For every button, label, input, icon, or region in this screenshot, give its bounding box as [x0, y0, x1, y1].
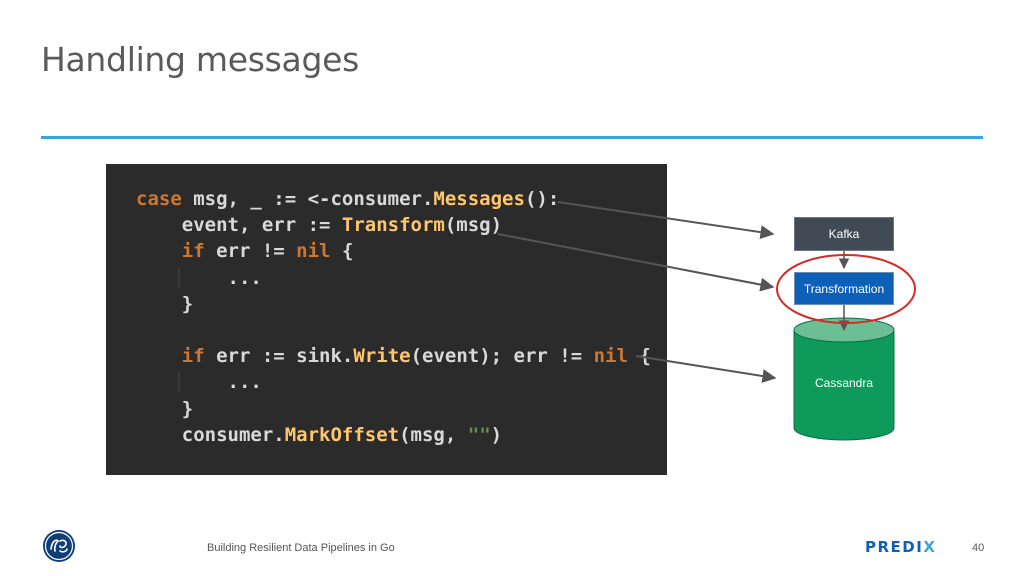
code-line: consumer.MarkOffset(msg, "") [136, 422, 502, 448]
predix-logo-suffix: X [923, 538, 937, 556]
footer-text: Building Resilient Data Pipelines in Go [207, 542, 395, 554]
page-number: 40 [972, 542, 985, 554]
code-token [136, 345, 182, 367]
code-token: ) [490, 423, 503, 446]
code-line: ... [136, 369, 262, 395]
code-token: { [639, 345, 651, 368]
code-token: Transform [341, 214, 445, 237]
code-token: (msg) [444, 214, 503, 237]
code-token: msg, _ := <-consumer. [193, 188, 434, 210]
code-token: case [136, 188, 194, 210]
code-line: ... [136, 265, 262, 291]
transformation-box: Transformation [794, 272, 894, 305]
code-token: MarkOffset [284, 423, 400, 446]
code-token: (): [524, 188, 560, 210]
indent-guide [178, 372, 180, 392]
code-line: if err := sink.Write(event); err != nil … [136, 343, 651, 369]
code-token: nil [593, 345, 640, 368]
code-line: } [136, 396, 193, 422]
predix-logo-prefix: PREDI [865, 538, 924, 556]
code-line: event, err := Transform(msg) [136, 212, 502, 238]
code-token: nil [296, 240, 342, 263]
code-token: "" [467, 423, 491, 446]
title-divider [41, 136, 983, 139]
code-token: ... [136, 266, 262, 289]
code-token: Messages [433, 188, 525, 210]
code-token: { [341, 240, 354, 263]
code-token: Write [353, 345, 411, 368]
code-token: consumer. [136, 423, 285, 446]
code-token: (msg, [399, 423, 468, 446]
code-token: event, err := [136, 214, 342, 237]
cassandra-label: Cassandra [814, 376, 874, 390]
indent-guide [178, 268, 180, 288]
slide-title: Handling messages [41, 40, 359, 79]
code-token [136, 240, 182, 262]
code-line: } [136, 291, 193, 317]
predix-logo: PREDIX [865, 538, 936, 556]
code-token: } [136, 397, 194, 420]
code-line: case msg, _ := <-consumer.Messages(): [136, 186, 559, 212]
code-token: ... [136, 371, 262, 394]
code-token: } [136, 292, 194, 315]
code-token: err != [216, 240, 297, 263]
code-token: if [181, 345, 217, 368]
code-panel: case msg, _ := <-consumer.Messages(): ev… [106, 164, 667, 475]
ge-logo-icon [43, 530, 75, 562]
code-token: if [181, 240, 217, 263]
code-line: if err != nil { [136, 238, 354, 264]
code-token: (event); err != [410, 345, 594, 368]
kafka-box: Kafka [794, 217, 894, 251]
code-token: err := sink. [216, 345, 354, 368]
